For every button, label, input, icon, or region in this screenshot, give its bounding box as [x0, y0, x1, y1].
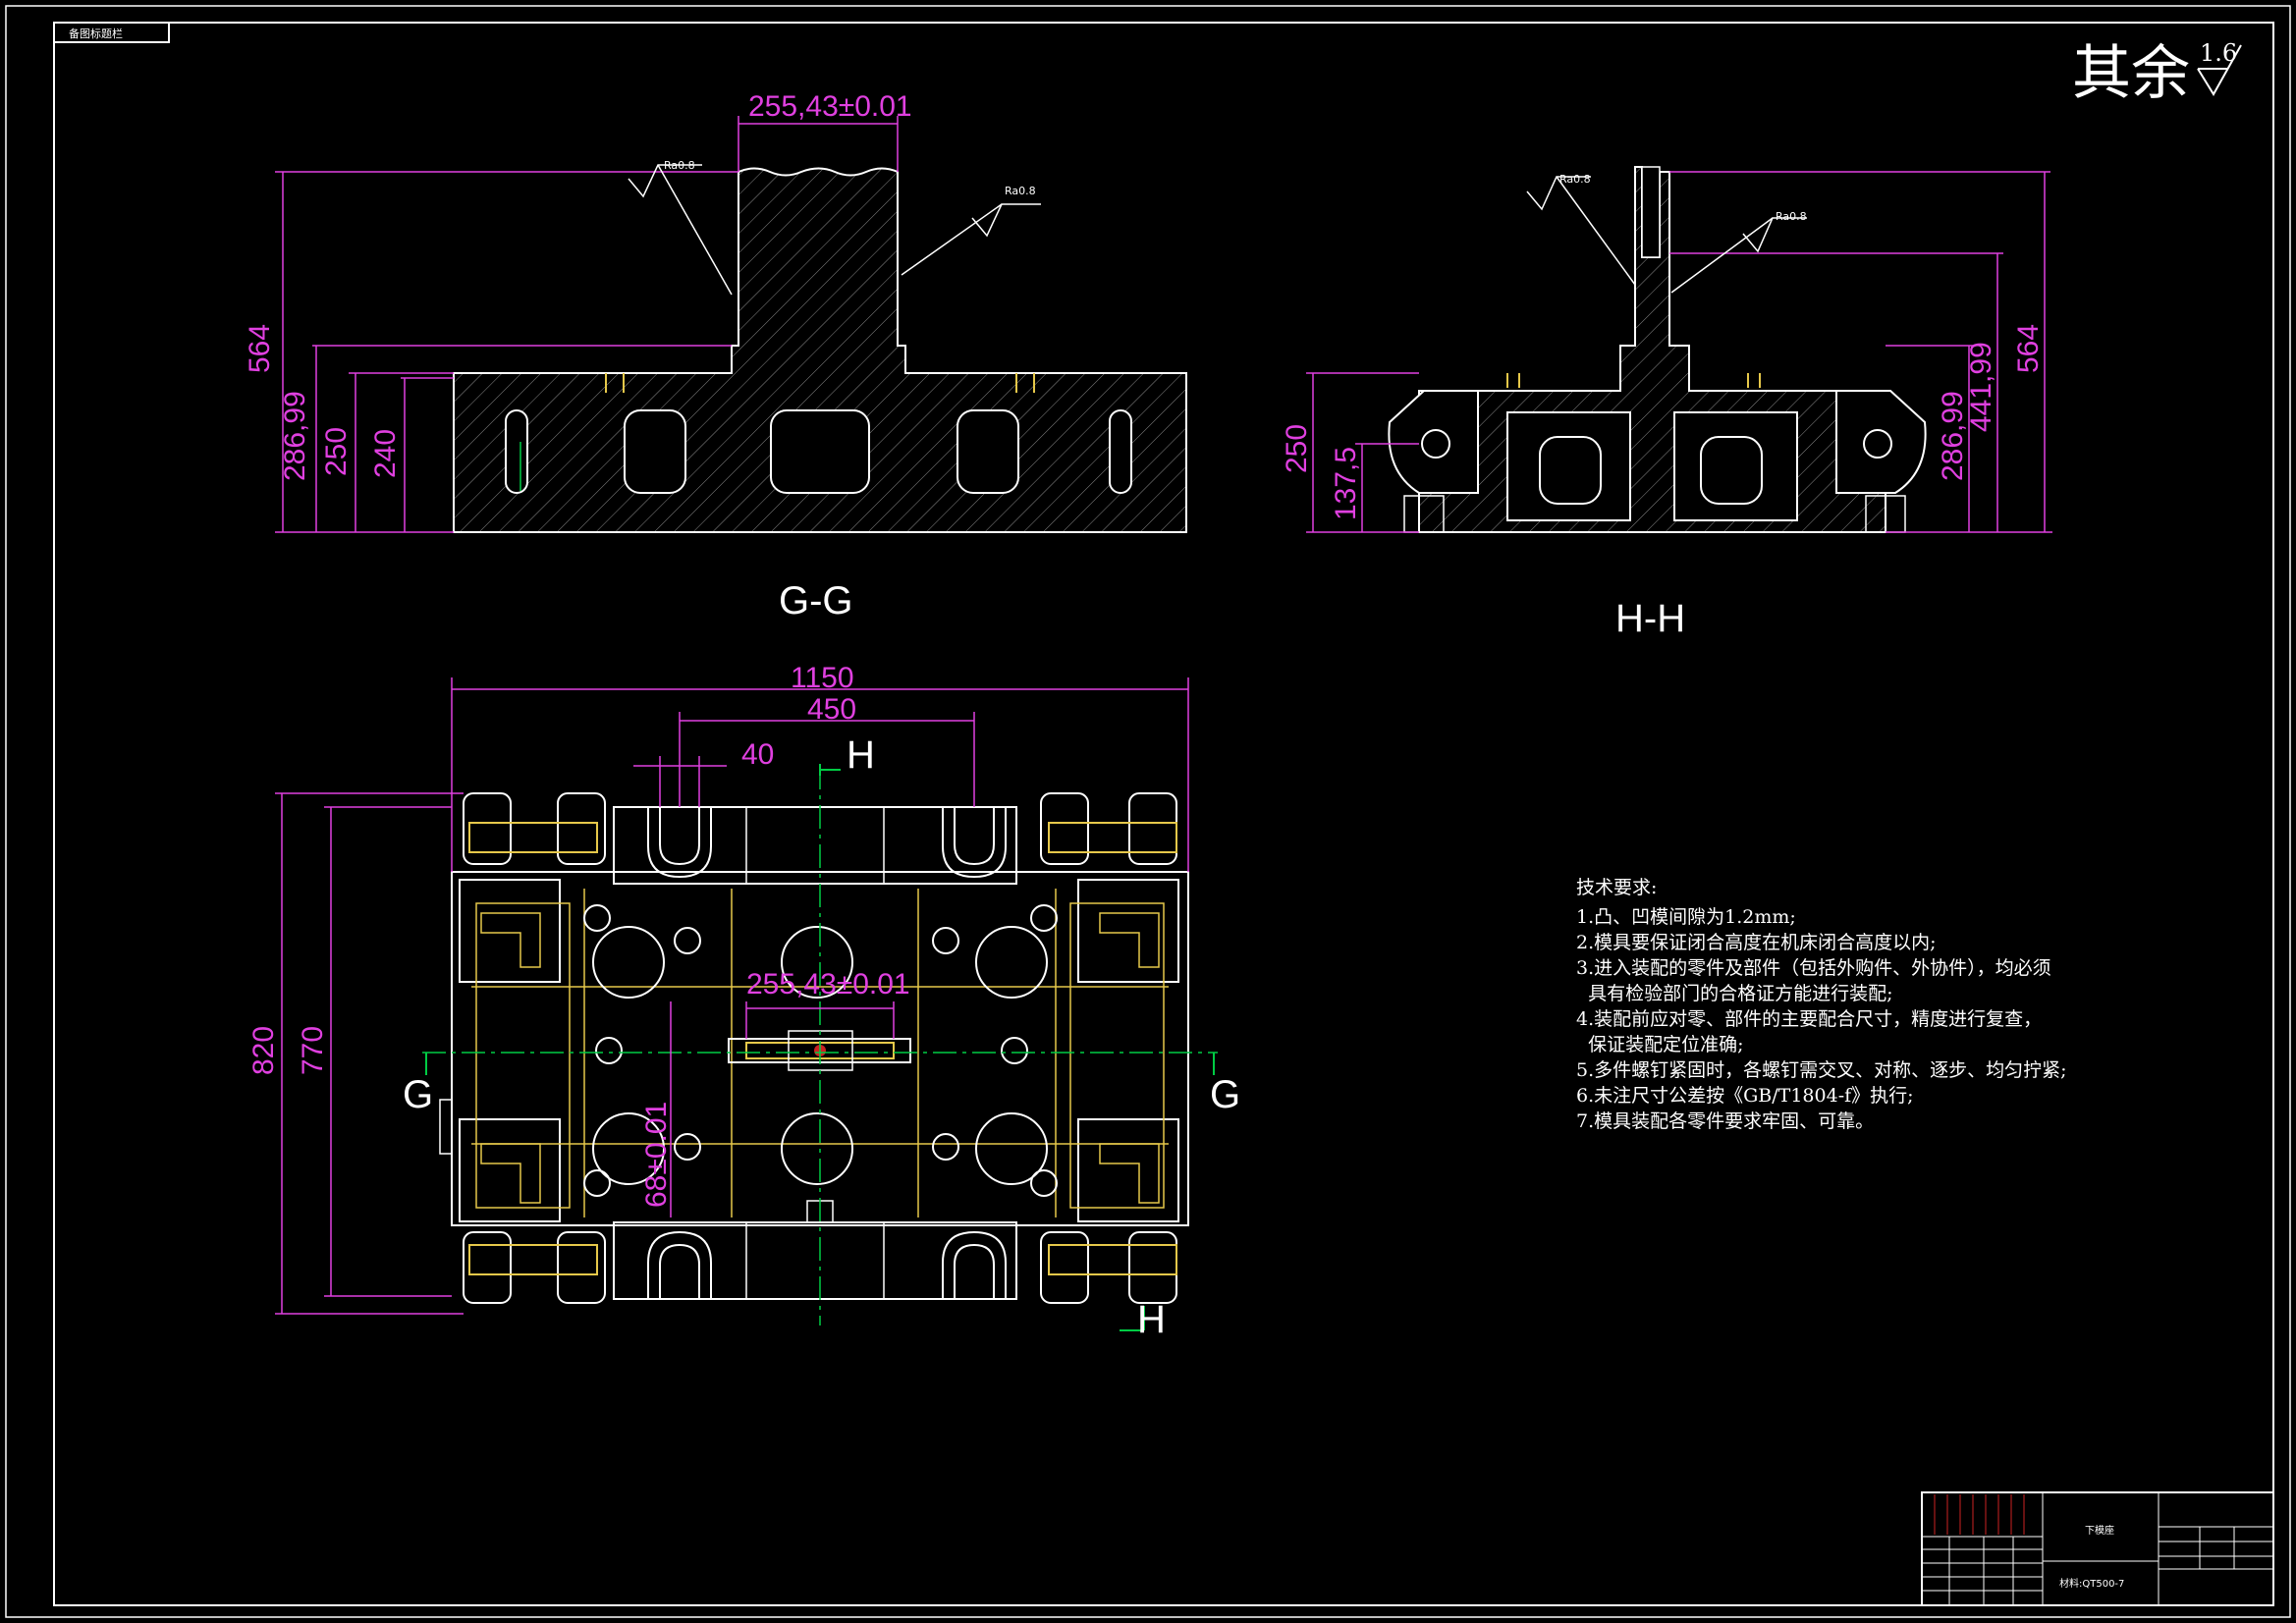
hh-dim-44199: 441,99 — [1965, 342, 1997, 432]
gg-dim-250: 250 — [320, 427, 353, 476]
tech-req-item: 6.未注尺寸公差按《GB/T1804-f》执行; — [1576, 1085, 1914, 1107]
plan-top-block — [613, 806, 1017, 885]
plan-dim-68: 68±0.01 — [640, 1102, 673, 1208]
gg-roughness-1: Ra0.8 — [664, 159, 695, 172]
gg-dim-28699: 286,99 — [279, 391, 311, 481]
tech-req-item: 1.凸、凹模间隙为1.2mm; — [1576, 906, 1796, 928]
hh-ear-left — [1388, 390, 1479, 494]
hh-roughness-icon — [1526, 176, 1807, 294]
plan-dim-770: 770 — [297, 1026, 329, 1075]
gg-roughness-icon — [628, 164, 1041, 296]
plan-dim-450: 450 — [807, 693, 856, 726]
plan-dim-820: 820 — [247, 1026, 280, 1075]
hh-dim-250: 250 — [1281, 424, 1313, 473]
gg-section-label: G-G — [779, 579, 853, 622]
plan-dim-center: 255,43±0.01 — [746, 968, 910, 1001]
plan-clamp-bolts — [468, 822, 1177, 1275]
plan-view: H H G G 1150 450 40 255,43±0.01 820 770 … — [247, 662, 1240, 1341]
title-block-part-name: 下模座 — [2085, 1524, 2114, 1537]
section-hh-view: 250 137,5 286,99 441,99 564 Ra0.8 Ra0.8 … — [1281, 166, 2052, 640]
roughness-note: 其余 1.6 — [2072, 39, 2242, 108]
plan-u-slots — [647, 807, 1007, 1299]
plan-dim-40: 40 — [741, 738, 774, 771]
top-tab-text: 备图标题栏 — [69, 27, 123, 40]
plan-main-plate — [451, 871, 1189, 1226]
section-gg-view: 255,43±0.01 564 286,99 250 240 Ra0.8 Ra0… — [244, 90, 1187, 622]
roughness-note-text: 其余 — [2072, 39, 2190, 108]
tech-req-item: 3.进入装配的零件及部件（包括外购件、外协件），均必须 — [1576, 957, 2051, 979]
gg-dim-564: 564 — [244, 324, 276, 373]
title-block: 下模座 材料:QT500-7 — [1921, 1491, 2274, 1606]
gg-dim-top-width: 255,43±0.01 — [748, 90, 912, 123]
plan-marker-h-bottom: H — [1137, 1298, 1166, 1341]
hh-window-2 — [1700, 436, 1763, 505]
gg-dim-240: 240 — [369, 429, 402, 478]
hh-roughness-1: Ra0.8 — [1559, 173, 1591, 186]
plan-marker-g-right: G — [1210, 1073, 1240, 1116]
tech-req-item: 5.多件螺钉紧固时，各螺钉需交叉、对称、逐步、均匀拧紧; — [1576, 1059, 2067, 1081]
hh-dim-28699: 286,99 — [1937, 391, 1969, 481]
hh-section-label: H-H — [1615, 597, 1685, 640]
tech-requirements: 技术要求: 1.凸、凹模间隙为1.2mm; 2.模具要保证闭合高度在机床闭合高度… — [1576, 877, 2067, 1132]
gg-window-1 — [624, 409, 686, 494]
tech-req-item: 4.装配前应对零、部件的主要配合尺寸，精度进行复查， — [1576, 1008, 2042, 1030]
hh-ear-right — [1835, 390, 1927, 494]
plan-dimension-lines — [275, 677, 1189, 1315]
plan-bottom-block — [613, 1221, 1017, 1300]
title-block-material: 材料:QT500-7 — [2059, 1577, 2124, 1590]
drawing-frame: 备图标题栏 — [5, 5, 2291, 1618]
gg-roughness-2: Ra0.8 — [1005, 185, 1036, 197]
gg-slot-left — [505, 409, 528, 494]
hh-dim-1375: 137,5 — [1330, 447, 1362, 520]
plan-centerlines — [422, 766, 1218, 1325]
tech-req-item: 具有检验部门的合格证方能进行装配; — [1576, 983, 1892, 1004]
gg-slot-right — [1109, 409, 1132, 494]
plan-marker-h-top: H — [847, 733, 875, 777]
top-tab-box — [53, 22, 170, 43]
gg-window-2 — [957, 409, 1019, 494]
tech-requirements-title: 技术要求: — [1576, 877, 1657, 898]
tech-req-item: 7.模具装配各零件要求牢固、可靠。 — [1576, 1110, 1874, 1132]
gg-window-center — [770, 409, 870, 494]
gg-dimension-lines — [275, 116, 899, 533]
plan-dim-1150: 1150 — [791, 662, 854, 694]
hh-roughness-2: Ra0.8 — [1776, 210, 1807, 223]
hh-dim-564: 564 — [2012, 324, 2045, 373]
plan-marker-g-left: G — [403, 1073, 433, 1116]
tech-req-item: 2.模具要保证闭合高度在机床闭合高度以内; — [1576, 932, 1937, 953]
roughness-symbol-icon — [2197, 44, 2242, 96]
tech-req-item: 保证装配定位准确; — [1576, 1034, 1743, 1055]
plan-bores — [583, 904, 1058, 1197]
hh-window-1 — [1539, 436, 1602, 505]
